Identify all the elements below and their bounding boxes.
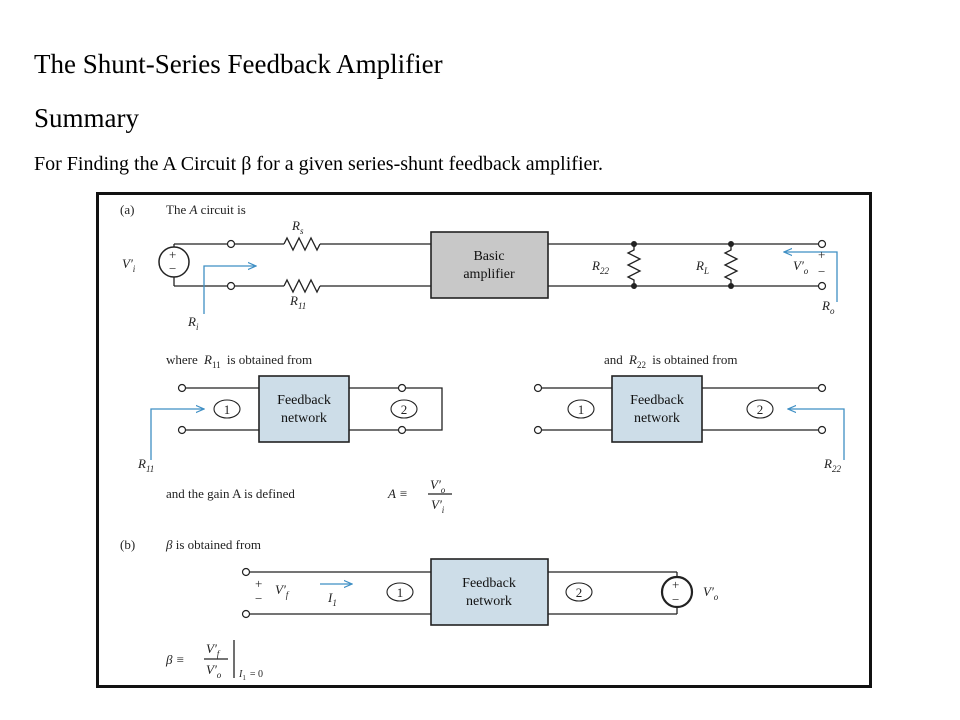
svg-text:I1: I1 — [327, 590, 337, 608]
feedback-amplifier-diagram: (a) The A circuit is + − V′i Rs R11 Ri B… — [96, 192, 872, 688]
svg-text:amplifier: amplifier — [463, 267, 515, 282]
svg-text:2: 2 — [576, 585, 583, 600]
svg-text:and the gain A is defined: and the gain A is defined — [166, 486, 295, 501]
part-a-caption: (a) The A circuit is — [120, 202, 246, 217]
ri-arrow: Ri — [187, 266, 256, 332]
svg-text:1: 1 — [397, 585, 404, 600]
svg-text:R22: R22 — [823, 456, 841, 474]
input-terminal-bottom — [226, 281, 236, 291]
svg-text:A ≡: A ≡ — [387, 486, 408, 501]
svg-text:+: + — [818, 247, 825, 262]
svg-text:Basic: Basic — [473, 249, 504, 264]
svg-text:β is obtained from: β is obtained from — [165, 537, 261, 552]
beta-definition: β ≡ V′f V′o I1= 0 — [165, 640, 263, 682]
output-terminal-bottom — [817, 281, 827, 291]
source-vi: + − V′i — [122, 243, 231, 287]
svg-text:V′f: V′f — [275, 582, 290, 600]
svg-text:V′i: V′i — [431, 497, 445, 515]
svg-text:R11: R11 — [289, 293, 306, 311]
basic-amplifier-block: Basic amplifier — [430, 231, 549, 299]
svg-text:network: network — [466, 594, 512, 609]
svg-text:+: + — [255, 576, 262, 591]
part-a-label: (a) — [120, 202, 134, 217]
input-terminal-top — [226, 239, 236, 249]
r22-feedback-circuit: Feedback network 1 2 R22 — [533, 375, 845, 474]
svg-text:V′o: V′o — [430, 477, 446, 495]
svg-text:network: network — [634, 411, 680, 426]
svg-text:2: 2 — [401, 402, 408, 417]
svg-text:V′o: V′o — [703, 584, 719, 602]
svg-text:Ri: Ri — [187, 314, 199, 332]
svg-text:−: − — [818, 264, 825, 279]
svg-text:−: − — [255, 591, 262, 606]
resistor-r22: R22 — [591, 241, 642, 289]
svg-text:V′o: V′o — [206, 662, 222, 680]
svg-text:V′i: V′i — [122, 256, 136, 274]
part-b-label: (b) — [120, 537, 135, 552]
r11-caption: where R11 is obtained from — [166, 352, 312, 370]
r11-feedback-circuit: Feedback network 1 2 R11 — [137, 375, 443, 474]
feedback-network-block-beta — [430, 558, 549, 626]
slide-title: The Shunt-Series Feedback Amplifier — [34, 49, 443, 79]
svg-text:R22: R22 — [591, 258, 609, 276]
resistor-rl: RL — [695, 241, 739, 289]
r22-caption: and R22 is obtained from — [604, 352, 737, 370]
svg-text:network: network — [281, 411, 327, 426]
ro-arrow: + − V′o Ro — [784, 247, 838, 316]
svg-text:1: 1 — [578, 402, 585, 417]
feedback-network-block-r22 — [611, 375, 703, 443]
svg-text:R11: R11 — [137, 456, 154, 474]
svg-text:V′f: V′f — [206, 641, 221, 659]
svg-text:Feedback: Feedback — [462, 576, 516, 591]
svg-text:V′o: V′o — [793, 258, 809, 276]
svg-text:β ≡: β ≡ — [165, 652, 185, 667]
svg-text:Feedback: Feedback — [277, 393, 331, 408]
slide-intro-text: For Finding the A Circuit β for a given … — [34, 153, 603, 175]
svg-text:Rs: Rs — [291, 218, 304, 236]
svg-text:Feedback: Feedback — [630, 393, 684, 408]
slide-subtitle: Summary — [34, 103, 139, 133]
svg-text:Ro: Ro — [821, 298, 835, 316]
svg-text:1: 1 — [224, 402, 231, 417]
output-terminal-top — [817, 239, 827, 249]
svg-text:+: + — [169, 247, 176, 262]
vi-label: V′ — [122, 256, 133, 271]
svg-text:The A circuit is: The A circuit is — [166, 202, 246, 217]
svg-text:−: − — [672, 592, 679, 607]
svg-text:+: + — [672, 577, 679, 592]
beta-circuit: + − V′f I1 1 Feedback network 2 + − V′o — [241, 558, 719, 626]
svg-text:RL: RL — [695, 258, 709, 276]
resistor-r11: R11 — [235, 278, 431, 311]
svg-text:I1= 0: I1= 0 — [238, 669, 263, 682]
resistor-rs: Rs — [235, 218, 431, 252]
part-b-caption: (b) β is obtained from — [120, 537, 261, 552]
gain-definition: and the gain A is defined A ≡ V′o V′i — [166, 477, 452, 515]
feedback-network-block-r11 — [258, 375, 350, 443]
svg-text:−: − — [169, 261, 176, 276]
svg-text:2: 2 — [757, 402, 764, 417]
